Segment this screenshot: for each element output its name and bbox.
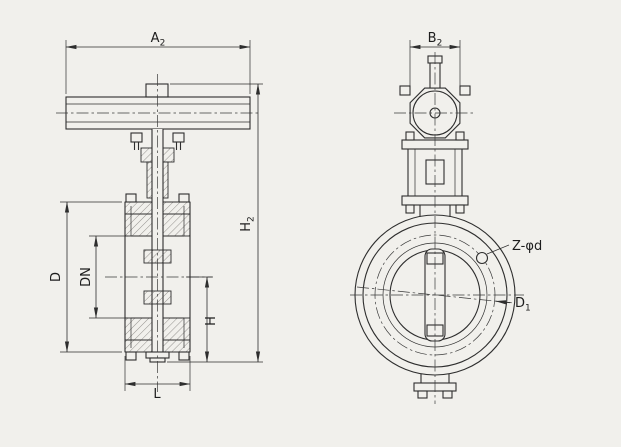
right-view-centerlines: [350, 52, 524, 404]
label-h: H: [204, 316, 219, 326]
callout-z-phi-d: Z-φd: [486, 239, 542, 255]
dim-l: L: [124, 356, 191, 402]
dim-a2: A2: [65, 31, 251, 94]
label-a2: A2: [151, 31, 166, 49]
dim-h: H: [186, 276, 219, 363]
dim-d1: D1: [495, 296, 531, 314]
label-h2: H2: [239, 216, 257, 232]
dim-d: D: [49, 201, 122, 353]
label-dn: DN: [79, 267, 94, 287]
bolt-hole: [475, 251, 489, 265]
label-b2: B2: [428, 31, 443, 49]
label-d1: D1: [515, 296, 531, 314]
actuator-top-plate: [65, 83, 251, 130]
gland-bolts: [130, 132, 185, 150]
label-l: L: [153, 387, 161, 402]
label-z-phi-d: Z-φd: [512, 239, 542, 254]
dim-h2: H2: [167, 83, 263, 363]
right-front-view: B2 Z-φd D1: [350, 31, 542, 404]
left-section-view: A2 H2 D DN H: [49, 31, 263, 402]
label-d: D: [49, 272, 64, 282]
dim-dn: DN: [79, 235, 128, 319]
dim-b2: B2: [409, 31, 461, 86]
